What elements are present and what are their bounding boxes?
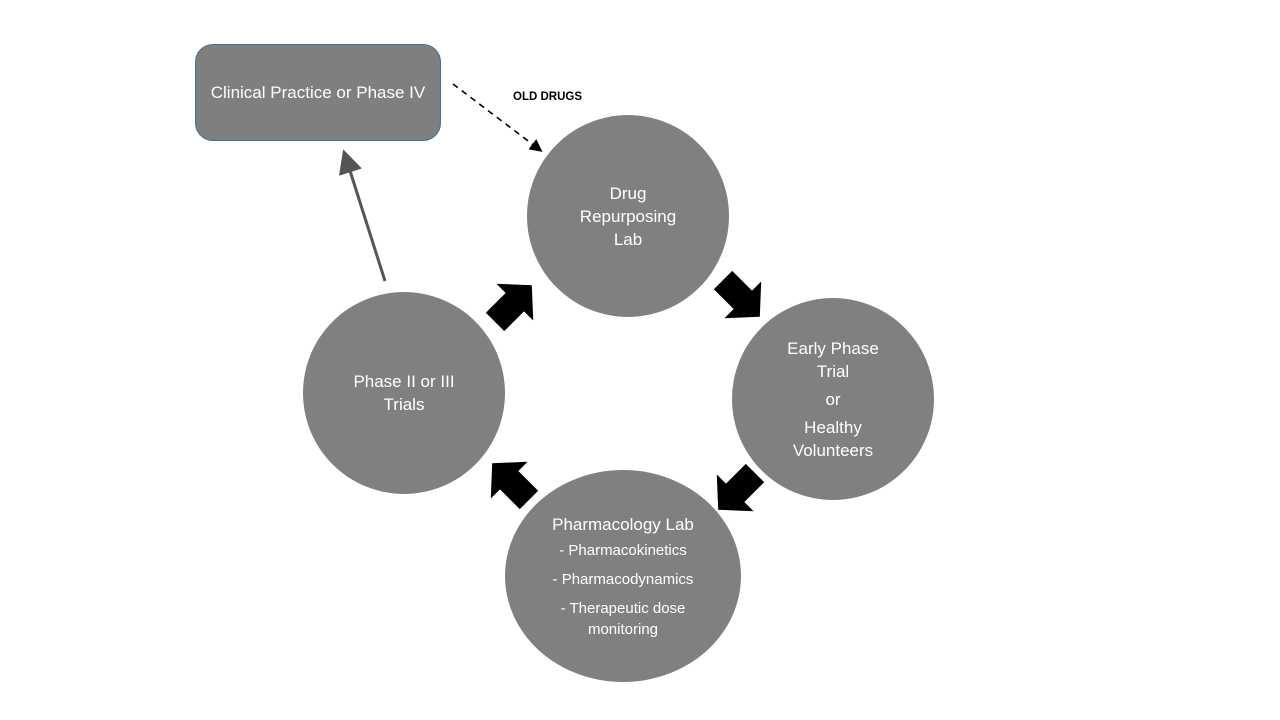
pharm-title: Pharmacology Lab (552, 514, 694, 534)
pharm-item-3: - Therapeutic dose (560, 599, 686, 617)
old-drugs-label: OLD DRUGS (513, 91, 582, 103)
arrow-to-clinical (339, 149, 387, 282)
block-arrow-early-to-pharm (716, 463, 765, 512)
early-line-5: Volunteers (792, 440, 874, 460)
dashed-arrow-old-drugs (452, 83, 543, 152)
early-line-1: Early Phase (787, 338, 879, 358)
block-arrow-phase23-to-repurposing (485, 283, 534, 332)
early-line-4: Healthy (804, 417, 862, 437)
pharm-item-1: - Pharmacokinetics (559, 541, 687, 559)
block-arrow-pharm-to-phase23 (490, 461, 539, 510)
node-early-phase: Early Phase Trial or Healthy Volunteers (732, 298, 934, 500)
pharm-item-2: - Pharmacodynamics (552, 570, 694, 588)
early-line-or: or (825, 389, 841, 409)
repurposing-line-3: Lab (613, 229, 643, 249)
node-drug-repurposing: Drug Repurposing Lab (527, 115, 729, 317)
phase23-line-2: Trials (383, 395, 425, 414)
repurposing-line-1: Drug (609, 183, 647, 203)
pharm-item-4: monitoring (587, 620, 659, 638)
phase23-line-1: Phase II or III (353, 372, 455, 391)
node-clinical-practice: Clinical Practice or Phase IV (195, 44, 441, 141)
node-clinical-label: Clinical Practice or Phase IV (210, 82, 426, 102)
block-arrow-repurposing-to-early (713, 270, 762, 319)
repurposing-line-2: Repurposing (579, 206, 677, 226)
node-pharmacology-lab: Pharmacology Lab - Pharmacokinetics - Ph… (505, 470, 741, 682)
early-line-2: Trial (816, 361, 850, 381)
node-phase-2-3: Phase II or III Trials (303, 292, 505, 494)
